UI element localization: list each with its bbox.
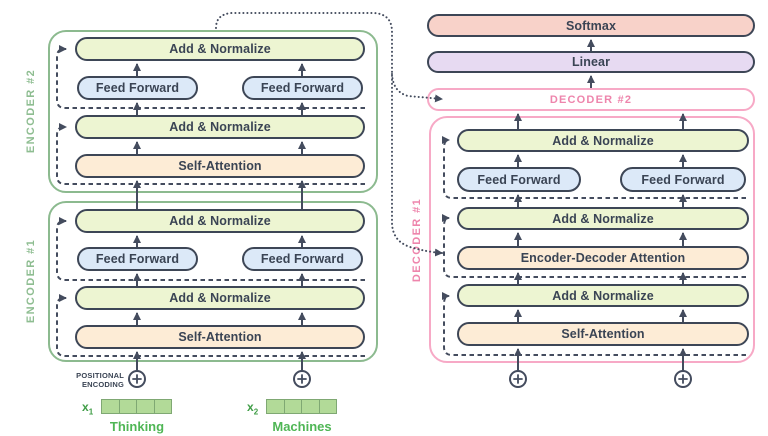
positional-encoding-add-icon [293,370,311,388]
embedding-cell [155,400,172,413]
embedding-cell [102,400,120,413]
decoder1-encoder-decoder-attention: Encoder-Decoder Attention [457,246,749,270]
positional-encoding-add-icon [509,370,527,388]
positional-encoding-label: POSITIONAL ENCODING [56,371,124,389]
encoder2-self-attention: Self-Attention [75,154,365,178]
decoder1-add-normalize-bottom: Add & Normalize [457,284,749,307]
softmax-block: Softmax [427,14,755,37]
encoder2-add-normalize-mid: Add & Normalize [75,115,365,139]
x2-label: x2 [247,400,259,417]
input-token-thinking: Thinking [109,419,165,434]
encoder1-add-normalize-top: Add & Normalize [75,209,365,233]
linear-block: Linear [427,51,755,73]
decoder1-add-normalize-mid: Add & Normalize [457,207,749,230]
encoder1-self-attention: Self-Attention [75,325,365,349]
encoder2-add-normalize-top: Add & Normalize [75,37,365,61]
embedding-cell [302,400,320,413]
input-token-machines: Machines [272,419,332,434]
embedding-cell [320,400,337,413]
decoder1-feed-forward-right: Feed Forward [620,167,746,192]
positional-encoding-line2: ENCODING [81,380,124,389]
embedding-cell [120,400,137,413]
encoder1-add-normalize-mid: Add & Normalize [75,286,365,310]
encoder2-feed-forward-left: Feed Forward [77,76,198,100]
decoder1-feed-forward-left: Feed Forward [457,167,581,192]
decoder-2-collapsed: DECODER #2 [427,88,755,111]
encoder1-feed-forward-left: Feed Forward [77,247,198,271]
decoder1-self-attention: Self-Attention [457,322,749,346]
encoder2-feed-forward-right: Feed Forward [242,76,363,100]
x1-label: x1 [82,400,94,417]
x1-embedding-vector [101,399,172,414]
x2-embedding-vector [266,399,337,414]
decoder-1-label: DECODER #1 [411,197,423,283]
embedding-cell [285,400,302,413]
encoder-1-label: ENCODER #1 [25,238,37,324]
embedding-cell [137,400,155,413]
encoder-2-label: ENCODER #2 [25,68,37,154]
positional-encoding-add-icon [674,370,692,388]
encoder1-feed-forward-right: Feed Forward [242,247,363,271]
positional-encoding-line1: POSITIONAL [76,371,124,380]
positional-encoding-add-icon [128,370,146,388]
embedding-cell [267,400,285,413]
decoder1-add-normalize-top: Add & Normalize [457,129,749,152]
